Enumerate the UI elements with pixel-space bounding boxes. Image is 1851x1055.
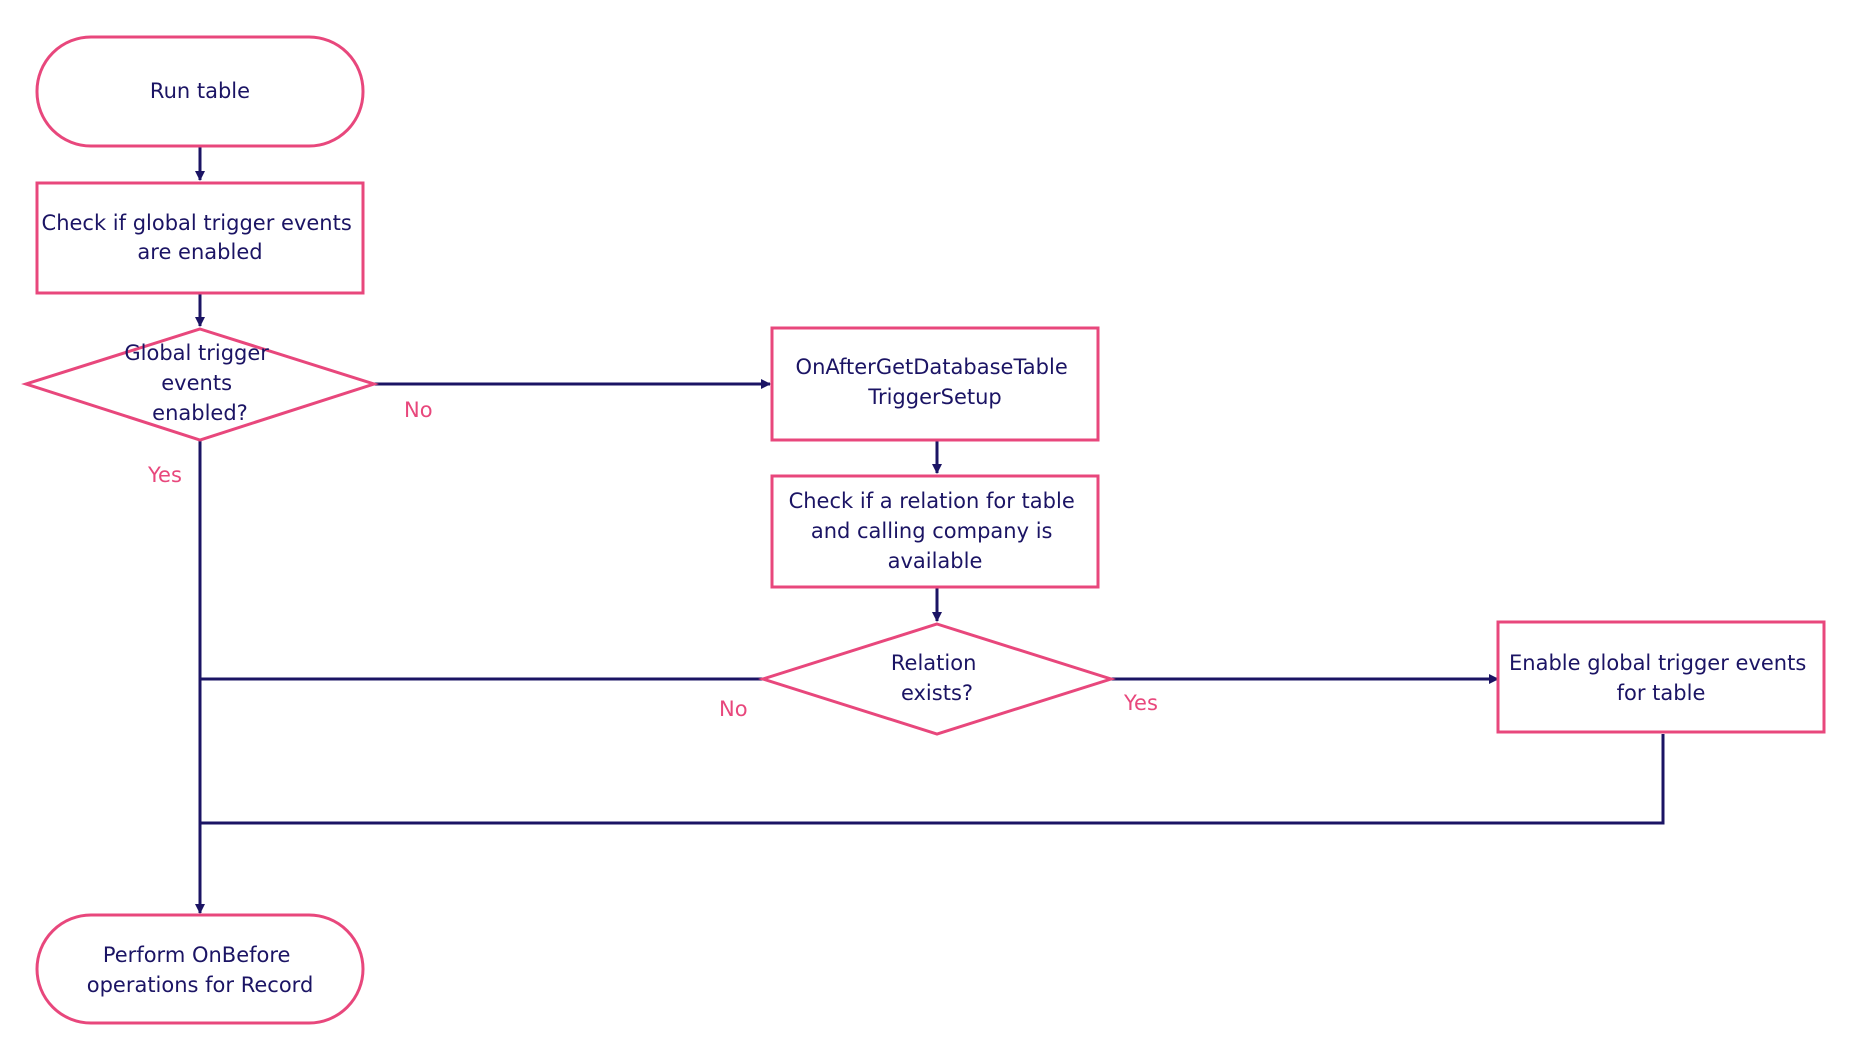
node-perform-onbefore: Perform OnBefore operations for Record — [35, 913, 365, 1025]
edge-labels: No Yes No Yes — [147, 398, 1158, 721]
node-on-after-get: OnAfterGetDatabaseTable TriggerSetup — [770, 326, 1100, 442]
global-decision-line: events — [161, 371, 232, 395]
node-enable-global: Enable global trigger events for table — [1496, 620, 1826, 734]
check-relation-shape — [770, 474, 1100, 589]
check-relation-line: and calling company is — [811, 519, 1053, 543]
check-global-label: Check if global trigger events are enabl… — [42, 211, 359, 264]
on-after-get-line: OnAfterGetDatabaseTable — [796, 355, 1068, 379]
run-table-shape — [35, 35, 365, 148]
enable-global-shape — [1496, 620, 1826, 734]
check-global-line: Check if global trigger events — [42, 211, 352, 235]
relation-decision-line: Relation — [891, 651, 977, 675]
relation-decision-line: exists? — [901, 681, 973, 705]
global-no-label: No — [404, 398, 433, 422]
on-after-get-line: TriggerSetup — [867, 385, 1002, 409]
relation-decision-shape — [758, 622, 1116, 736]
on-after-get-label: OnAfterGetDatabaseTable TriggerSetup — [796, 355, 1075, 409]
global-decision-line: Global trigger — [124, 341, 269, 365]
global-yes-label: Yes — [147, 463, 182, 487]
check-global-line: are enabled — [137, 240, 262, 264]
relation-yes-label: Yes — [1123, 691, 1158, 715]
global-decision-label: Global trigger events enabled? — [124, 341, 275, 425]
run-table-label: Run table — [150, 79, 250, 103]
check-global-shape — [35, 181, 365, 295]
node-check-global: Check if global trigger events are enabl… — [35, 181, 365, 295]
enable-global-line: for table — [1617, 681, 1706, 705]
node-check-relation: Check if a relation for table and callin… — [770, 474, 1100, 589]
global-decision-shape — [21, 327, 379, 442]
connectors — [195, 146, 1665, 914]
run-table-line: Run table — [150, 79, 250, 103]
node-relation-decision: Relation exists? — [758, 622, 1116, 736]
global-decision-line: enabled? — [152, 401, 248, 425]
node-global-decision: Global trigger events enabled? — [21, 327, 379, 442]
perform-onbefore-shape — [35, 913, 365, 1025]
perform-onbefore-line: Perform OnBefore — [103, 943, 291, 967]
perform-onbefore-line: operations for Record — [87, 973, 314, 997]
edge-enable-to-main — [200, 734, 1665, 825]
enable-global-label: Enable global trigger events for table — [1509, 651, 1813, 705]
node-run-table: Run table — [35, 35, 365, 148]
relation-decision-label: Relation exists? — [891, 651, 983, 705]
check-relation-line: Check if a relation for table — [789, 489, 1075, 513]
relation-no-label: No — [719, 697, 748, 721]
check-relation-label: Check if a relation for table and callin… — [789, 489, 1082, 573]
on-after-get-shape — [770, 326, 1100, 442]
enable-global-line: Enable global trigger events — [1509, 651, 1806, 675]
perform-onbefore-label: Perform OnBefore operations for Record — [87, 943, 314, 997]
check-relation-line: available — [888, 549, 983, 573]
